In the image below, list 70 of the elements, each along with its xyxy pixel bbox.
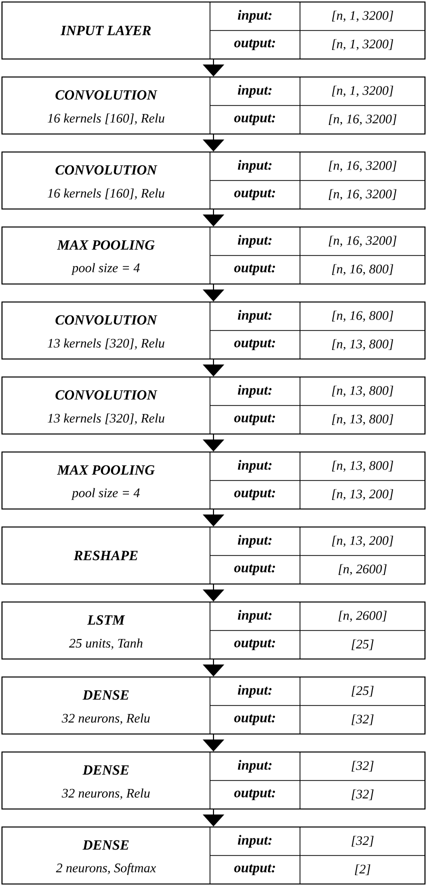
layer-title: CONVOLUTION bbox=[56, 165, 158, 175]
field-value: [n, 16, 3200] bbox=[328, 114, 396, 126]
layer-title: CONVOLUTION bbox=[56, 315, 158, 325]
field-label: output: bbox=[234, 39, 276, 50]
field-value: [n, 13, 800] bbox=[332, 460, 394, 472]
field-label: output: bbox=[234, 564, 276, 576]
field-value: [n, 16, 3200] bbox=[328, 160, 396, 172]
field-label: input: bbox=[238, 234, 272, 248]
layer-title: DENSE bbox=[82, 840, 129, 850]
field-value: [25] bbox=[352, 686, 374, 697]
field-label: input: bbox=[238, 610, 272, 623]
layer-title: LSTM bbox=[87, 615, 126, 625]
layer-params: 16 kernels [160], Relu bbox=[48, 113, 164, 125]
field-value: [n, 1, 3200] bbox=[332, 10, 394, 22]
field-value: [n, 1, 3200] bbox=[332, 39, 394, 50]
layer-params: 13 kernels [320], Relu bbox=[48, 413, 164, 425]
field-label: input: bbox=[238, 84, 272, 98]
field-value: [n, 2600] bbox=[338, 564, 387, 576]
layer-params: 13 kernels [320], Relu bbox=[48, 338, 164, 350]
layer-title: DENSE bbox=[82, 690, 129, 700]
layer-title: RESHAPE bbox=[74, 550, 138, 560]
field-label: output: bbox=[234, 789, 276, 800]
field-label: input: bbox=[238, 834, 272, 848]
field-label: output: bbox=[234, 414, 276, 426]
field-label: output: bbox=[234, 114, 276, 126]
layer-title: INPUT LAYER bbox=[60, 26, 151, 36]
field-value: [32] bbox=[352, 714, 374, 726]
field-value: [n, 16, 3200] bbox=[328, 189, 396, 200]
field-label: input: bbox=[238, 760, 272, 773]
field-label: input: bbox=[238, 310, 272, 323]
field-label: input: bbox=[238, 534, 272, 548]
layer-params: 32 neurons, Relu bbox=[62, 713, 150, 725]
field-label: input: bbox=[238, 160, 272, 173]
field-value: [n, 1, 3200] bbox=[332, 86, 394, 97]
field-label: input: bbox=[238, 384, 272, 398]
field-value: [n, 13, 800] bbox=[332, 339, 394, 350]
field-label: output: bbox=[234, 714, 276, 726]
layer-params: pool size = 4 bbox=[71, 488, 140, 500]
layer-title: CONVOLUTION bbox=[56, 90, 158, 100]
field-label: output: bbox=[234, 489, 276, 500]
field-value: [n, 13, 200] bbox=[332, 489, 394, 500]
field-label: input: bbox=[238, 684, 272, 698]
field-label: output: bbox=[234, 264, 276, 276]
field-label: output: bbox=[234, 339, 276, 350]
field-label: output: bbox=[234, 639, 276, 650]
field-label: output: bbox=[234, 864, 276, 876]
field-value: [n, 13, 200] bbox=[332, 536, 394, 547]
field-label: input: bbox=[238, 10, 272, 23]
field-value: [n, 13, 800] bbox=[332, 414, 394, 426]
field-label: output: bbox=[234, 189, 276, 200]
layer-title: MAX POOLING bbox=[57, 465, 155, 475]
layer-title: CONVOLUTION bbox=[56, 390, 158, 400]
layer-params: 32 neurons, Relu bbox=[62, 788, 150, 800]
field-value: [25] bbox=[352, 639, 374, 650]
field-value: [32] bbox=[352, 789, 374, 800]
field-value: [2] bbox=[354, 864, 370, 876]
layer-title: DENSE bbox=[82, 765, 129, 775]
layer-title: MAX POOLING bbox=[57, 240, 155, 250]
field-value: [n, 2600] bbox=[338, 610, 387, 622]
field-value: [n, 13, 800] bbox=[332, 386, 394, 397]
field-value: [n, 16, 800] bbox=[332, 310, 394, 322]
layer-params: pool size = 4 bbox=[71, 263, 140, 275]
layer-params: 2 neurons, Softmax bbox=[56, 863, 156, 875]
layer-params: 16 kernels [160], Relu bbox=[48, 188, 164, 200]
field-label: input: bbox=[238, 460, 272, 473]
field-value: [n, 16, 3200] bbox=[328, 236, 396, 247]
field-value: [32] bbox=[352, 760, 374, 772]
field-value: [n, 16, 800] bbox=[332, 264, 394, 276]
layer-params: 25 units, Tanh bbox=[69, 638, 142, 650]
field-value: [32] bbox=[352, 836, 374, 847]
